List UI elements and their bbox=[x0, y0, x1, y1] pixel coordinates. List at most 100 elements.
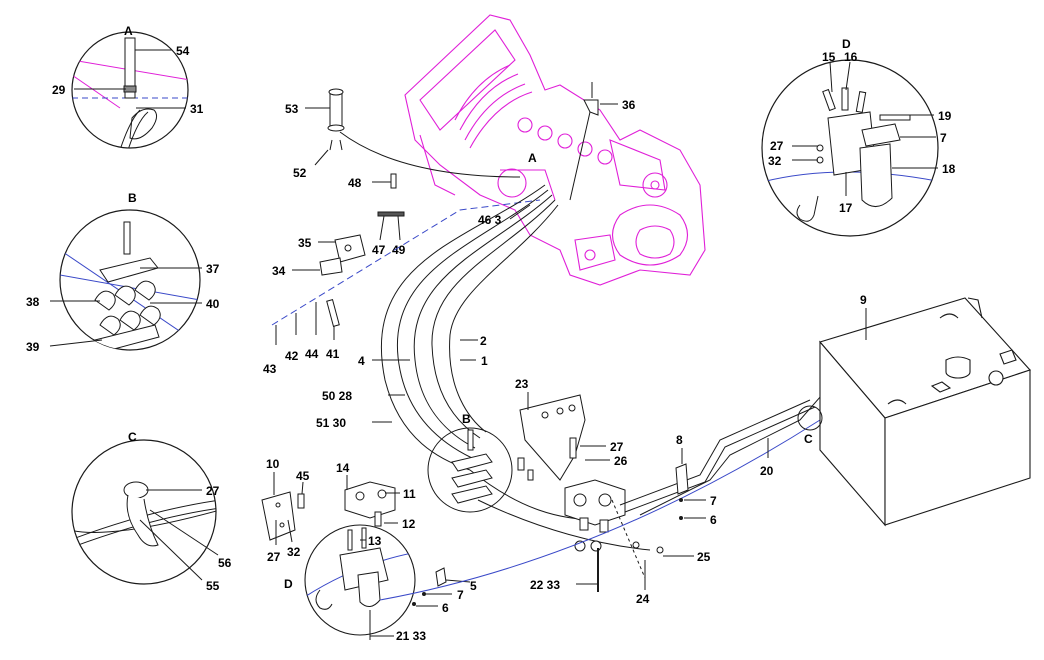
callout-27a: 27 bbox=[206, 484, 220, 498]
valve-port-1 bbox=[573, 493, 587, 507]
engine-flywheel bbox=[497, 168, 527, 198]
callout-18: 18 bbox=[942, 162, 956, 176]
bolt-24 bbox=[632, 541, 640, 549]
callout-42: 42 bbox=[285, 349, 299, 363]
callout-52: 52 bbox=[293, 166, 307, 180]
detail-d: D 15 16 19 27 7 32 18 17 bbox=[761, 37, 956, 237]
engine-pulley-hub bbox=[650, 180, 660, 190]
detail-c-clamp-band bbox=[126, 494, 159, 547]
engine-manifold bbox=[609, 139, 666, 191]
tank-corner-bracket bbox=[967, 297, 983, 319]
callout-4: 4 bbox=[358, 354, 365, 368]
engine-line bbox=[500, 169, 556, 201]
engine-mount-bolt bbox=[584, 249, 596, 261]
callout-35: 35 bbox=[298, 236, 312, 250]
callout-17: 17 bbox=[839, 201, 853, 215]
callout-6a: 6 bbox=[442, 601, 449, 615]
tank-lines bbox=[619, 379, 836, 516]
callout-12: 12 bbox=[402, 517, 416, 531]
detail-b-clamps-upper bbox=[94, 280, 156, 311]
callout-10: 10 bbox=[266, 457, 280, 471]
engine-cover bbox=[419, 29, 516, 131]
filter-head-port-2 bbox=[377, 489, 387, 499]
bracket-23-foot bbox=[517, 457, 525, 471]
detail-c: C 27 56 55 bbox=[71, 430, 232, 593]
callout-21-33: 21 33 bbox=[396, 629, 426, 643]
callout-38: 38 bbox=[26, 295, 40, 309]
bracket-23-hole-3 bbox=[568, 404, 576, 412]
callout-23: 23 bbox=[515, 377, 529, 391]
clamp-41 bbox=[326, 299, 340, 327]
callout-27b: 27 bbox=[610, 440, 624, 454]
bolt-25 bbox=[656, 546, 664, 554]
leader-56 bbox=[149, 509, 219, 556]
pipe-53-clips bbox=[329, 139, 343, 151]
bracket-10-hole-2 bbox=[279, 522, 285, 528]
tank-lifting-eye-2 bbox=[887, 399, 907, 405]
bolt-48 bbox=[390, 173, 397, 189]
dashed-24 bbox=[611, 499, 646, 579]
callout-49: 49 bbox=[392, 243, 406, 257]
filter-head-11 bbox=[344, 481, 396, 527]
valve-clamp-1 bbox=[451, 453, 493, 472]
tank-filler-neck bbox=[945, 356, 971, 372]
engine-cooling-fins bbox=[454, 64, 533, 149]
valve-fitting-2 bbox=[599, 519, 609, 533]
valve-fitting-1 bbox=[579, 517, 589, 531]
callout-50-28: 50 28 bbox=[322, 389, 352, 403]
detail-b-bolt bbox=[123, 221, 131, 255]
filter-head-port-1 bbox=[355, 491, 365, 501]
callout-13: 13 bbox=[368, 534, 382, 548]
engine-cylinder-4 bbox=[577, 141, 593, 157]
bracket-23-hole-1 bbox=[541, 411, 549, 419]
callout-26: 26 bbox=[614, 454, 628, 468]
bracket-23-stud bbox=[569, 437, 577, 459]
callout-5: 5 bbox=[470, 579, 477, 593]
filter-hose-loop bbox=[315, 589, 333, 610]
detail-d-lower-letter: D bbox=[284, 577, 293, 591]
callout-22-33: 22 33 bbox=[530, 578, 560, 592]
detail-b-outline bbox=[59, 209, 201, 351]
callout-14: 14 bbox=[336, 461, 350, 475]
line-36-down bbox=[569, 111, 591, 201]
detail-b: B 37 38 40 39 bbox=[26, 191, 220, 354]
engine-pump bbox=[611, 204, 689, 266]
nut-6 bbox=[412, 602, 416, 606]
detail-d-lower: D 13 21 33 bbox=[284, 524, 426, 643]
detail-d-hose-loop bbox=[796, 195, 819, 222]
engine-cylinder-5 bbox=[597, 149, 613, 165]
line-20-a bbox=[619, 399, 811, 506]
valve-bracket-23 bbox=[517, 394, 626, 552]
detail-a-outline bbox=[71, 31, 189, 149]
tank-fitting bbox=[999, 349, 1017, 365]
pipe-53-bottom bbox=[327, 124, 345, 132]
callout-34: 34 bbox=[272, 264, 286, 278]
hose-2 bbox=[431, 199, 556, 439]
detail-c-line bbox=[72, 509, 216, 533]
leader-15 bbox=[829, 61, 833, 93]
callout-56: 56 bbox=[218, 556, 232, 570]
detail-a-marker: A bbox=[528, 151, 537, 165]
valve-port-2 bbox=[598, 493, 612, 507]
leader-39 bbox=[49, 339, 103, 347]
callout-53: 53 bbox=[285, 102, 299, 116]
detail-b-letter: B bbox=[128, 191, 137, 205]
pipe-53-hose bbox=[339, 131, 521, 178]
bracket-23-bolt bbox=[527, 469, 534, 481]
callout-32a: 32 bbox=[287, 545, 301, 559]
washer-7b bbox=[679, 498, 683, 502]
callout-47: 47 bbox=[372, 243, 386, 257]
detail-a-hose-fitting bbox=[129, 108, 158, 140]
detail-d-bolt-extra bbox=[855, 91, 867, 113]
pipe-53 bbox=[329, 91, 343, 129]
callout-7c: 7 bbox=[940, 131, 947, 145]
callout-29: 29 bbox=[52, 83, 66, 97]
callout-43: 43 bbox=[263, 362, 277, 376]
detail-b-clamps-lower bbox=[99, 305, 161, 336]
bolt-12 bbox=[374, 511, 382, 527]
callout-40: 40 bbox=[206, 297, 220, 311]
tank-front bbox=[884, 369, 1031, 526]
callout-19: 19 bbox=[938, 109, 952, 123]
detail-c-marker: C bbox=[804, 432, 813, 446]
